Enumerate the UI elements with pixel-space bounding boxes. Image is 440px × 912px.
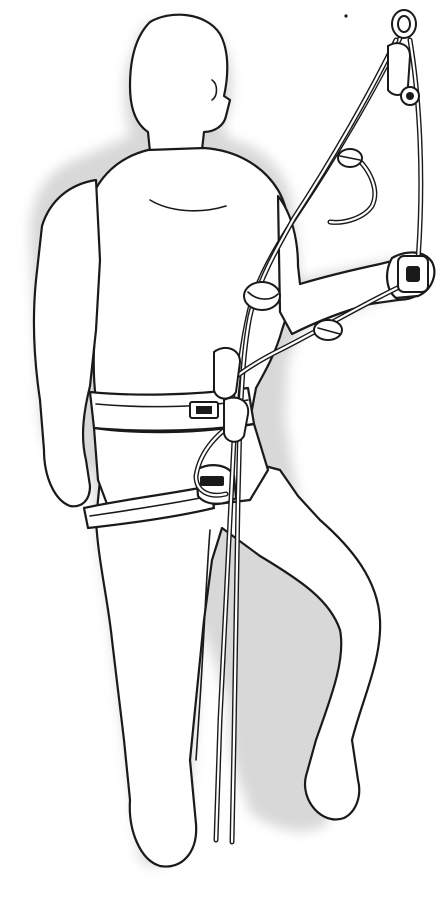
- speck: [344, 14, 347, 17]
- harness-carabiner-upper: [214, 348, 240, 399]
- harness-carabiner-lower: [224, 398, 248, 442]
